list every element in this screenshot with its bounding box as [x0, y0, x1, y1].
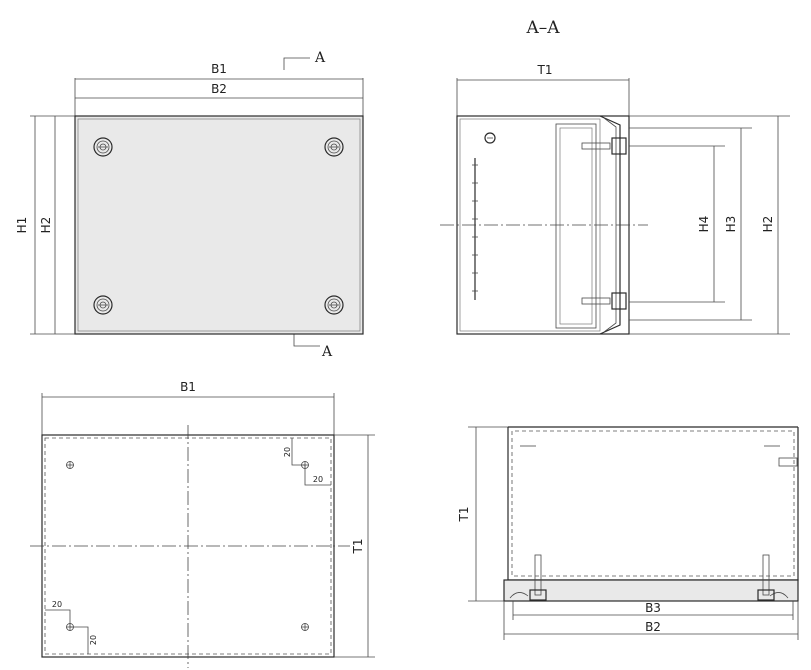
dim-b2-label: B2	[211, 82, 227, 96]
dim-h2-label-section: H2	[761, 216, 775, 233]
back-view: B1 T1 20 20 20 20	[30, 380, 375, 668]
offset-label: 20	[313, 475, 323, 484]
hinge-pin-icon	[529, 554, 547, 601]
screw-head-icon	[93, 137, 113, 157]
front-view: B1 B2 A A H1 H2	[15, 50, 364, 360]
offset-label: 20	[52, 600, 62, 609]
dim-b1-label-back: B1	[180, 380, 196, 394]
offset-label: 20	[89, 635, 98, 645]
section-title: A–A	[525, 18, 560, 38]
section-marker-bottom: A	[321, 344, 333, 360]
dim-t1-label: T1	[537, 63, 553, 77]
mounting-hole-icon	[301, 623, 309, 631]
dim-b3-label: B3	[645, 601, 661, 615]
hinge-bolt-icon	[581, 292, 627, 310]
ground-screw-icon	[484, 132, 496, 144]
dim-h4-label: H4	[697, 216, 711, 233]
offset-label: 20	[283, 447, 292, 457]
section-view-a-a: A–A T1	[440, 18, 790, 335]
dim-h1-label: H1	[15, 217, 29, 234]
section-marker-top: A	[314, 50, 326, 66]
front-panel	[74, 115, 364, 335]
screw-head-icon	[93, 295, 113, 315]
hinge-bolt-icon	[581, 137, 627, 155]
screw-head-icon	[324, 295, 344, 315]
dim-b2-label-top: B2	[645, 620, 661, 634]
top-view: T1 B3 B2	[457, 426, 799, 640]
dim-h2-label: H2	[39, 217, 53, 234]
dim-t1-label-back: T1	[351, 539, 365, 555]
dim-h3-label: H3	[724, 216, 738, 233]
dim-b1-label: B1	[211, 62, 227, 76]
screw-head-icon	[324, 137, 344, 157]
mounting-hole-icon	[66, 461, 74, 469]
hinge-pin-icon	[757, 554, 775, 601]
dim-t1-label-top: T1	[457, 507, 471, 523]
